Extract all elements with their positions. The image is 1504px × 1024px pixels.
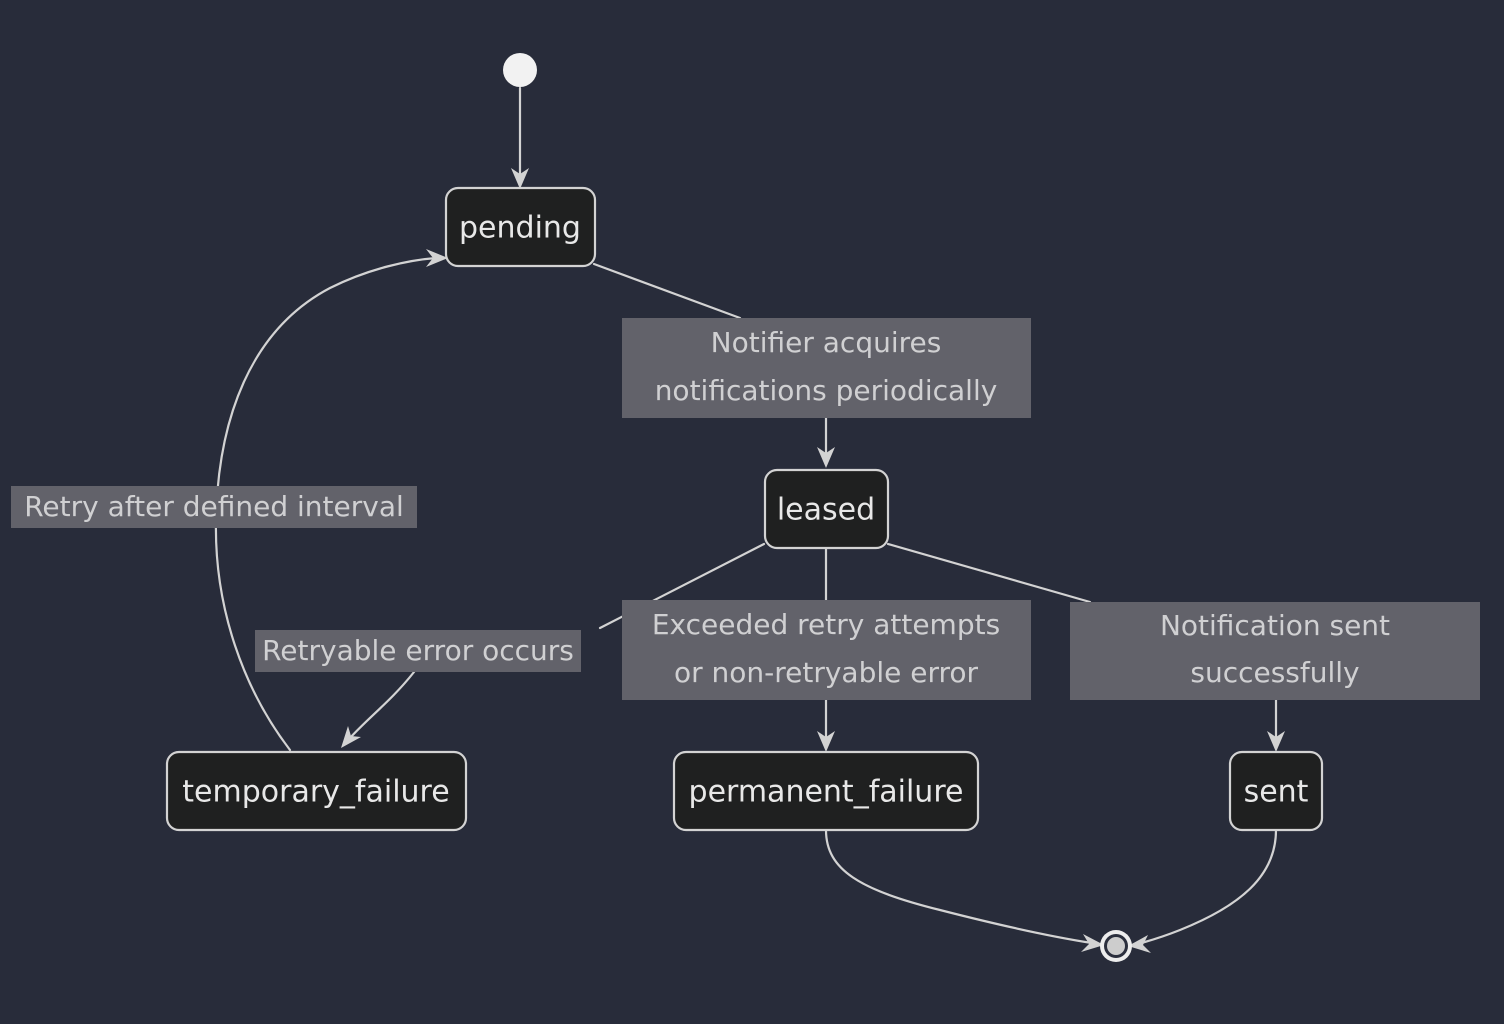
state-node-end[interactable] [1100, 930, 1132, 962]
edge-label-line-1: Exceeded retry attempts [652, 608, 1000, 641]
arrow-head-icon [1267, 731, 1285, 752]
arrow-head-icon [1128, 935, 1151, 953]
edge-label-background [255, 630, 581, 672]
edge-label-line-2: or non-retryable error [674, 656, 979, 689]
state-node-pending[interactable]: pending [444, 186, 597, 268]
edge-sent-to-end [1128, 828, 1278, 953]
state-label: permanent_failure [689, 775, 964, 810]
edge-line [1136, 828, 1278, 946]
edge-line-lower [348, 670, 416, 740]
edge-label-line-2: successfully [1190, 656, 1359, 689]
state-box [1228, 750, 1324, 832]
arrow-head-icon [511, 168, 529, 189]
edge-label-background [11, 486, 417, 528]
arrow-head-icon [1081, 934, 1104, 952]
edge-label-background [1070, 602, 1480, 700]
edge-line [886, 542, 1092, 604]
edge-label-line-1: Notification sent [1160, 609, 1390, 642]
edge-permanent-failure-to-end [824, 828, 1104, 952]
initial-state-circle-icon [503, 53, 537, 87]
state-node-temporary-failure[interactable]: temporary_failure [165, 750, 468, 832]
edge-label-notification-sent: Notification sent successfully [1070, 602, 1480, 700]
final-state-inner-circle-icon [1107, 937, 1125, 955]
arrow-head-icon [341, 726, 361, 748]
edge-pending-to-leased [592, 262, 835, 468]
state-label: temporary_failure [182, 775, 449, 810]
edge-label-notifier-acquires: Notifier acquires notifications periodic… [622, 318, 1031, 418]
state-label: leased [777, 493, 875, 528]
state-box [763, 468, 890, 550]
edge-label-exceeded-retry: Exceeded retry attempts or non-retryable… [622, 600, 1031, 700]
state-label: pending [459, 211, 581, 246]
edge-label-line-1: Retry after defined interval [24, 490, 404, 523]
arrow-head-icon [426, 249, 448, 267]
state-node-permanent-failure[interactable]: permanent_failure [672, 750, 980, 832]
arrow-head-icon [817, 447, 835, 468]
edge-label-line-2: notifications periodically [655, 374, 998, 407]
arrow-head-icon [817, 731, 835, 752]
edge-line [592, 262, 742, 320]
edge-temporary-failure-to-pending [214, 249, 448, 752]
edge-label-retryable-error: Retryable error occurs [255, 630, 581, 672]
state-node-sent[interactable]: sent [1228, 750, 1324, 832]
edge-label-retry-after-interval: Retry after defined interval [11, 486, 417, 528]
edge-line [214, 256, 438, 752]
edge-start-to-pending [511, 86, 529, 189]
state-box [672, 750, 980, 832]
state-node-start[interactable] [503, 53, 537, 87]
state-box [165, 750, 468, 832]
state-box [444, 186, 597, 268]
edge-label-background [622, 318, 1031, 418]
edge-line [824, 828, 1094, 945]
edge-label-background [622, 600, 1031, 700]
state-node-leased[interactable]: leased [763, 468, 890, 550]
edge-label-line-1: Retryable error occurs [262, 634, 574, 667]
edge-label-line-1: Notifier acquires [711, 326, 942, 359]
edge-leased-to-sent [886, 542, 1285, 752]
edge-leased-to-permanent-failure [817, 546, 835, 752]
state-label: sent [1244, 775, 1309, 810]
